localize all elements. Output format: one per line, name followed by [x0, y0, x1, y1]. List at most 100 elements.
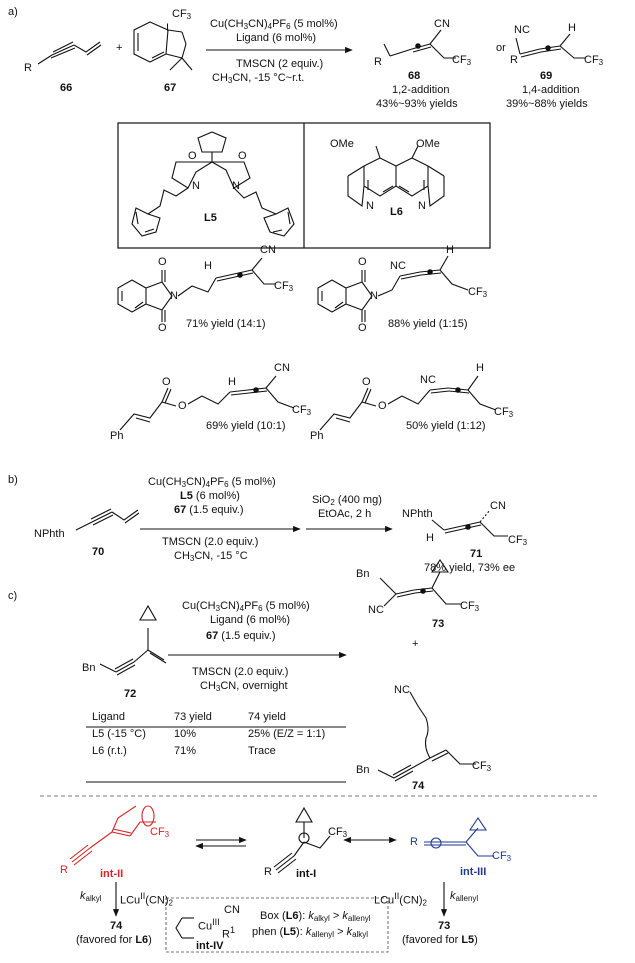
- compound-67-label: 67: [164, 82, 177, 94]
- ex1-n: N: [170, 290, 178, 302]
- ex1-o-bottom: O: [158, 322, 167, 334]
- ex1-cn: CN: [260, 244, 276, 256]
- conditions-b-6: SiO2 (400 mg): [312, 494, 382, 507]
- cf3-73: CF3: [460, 600, 480, 613]
- conditions-b-5: CH3CN, -15 °C: [174, 550, 248, 563]
- nc-69: NC: [514, 24, 530, 36]
- cf3-74: CF3: [472, 760, 492, 773]
- ex2-n: N: [370, 290, 378, 302]
- plus-c: +: [412, 638, 419, 650]
- bn-73: Bn: [356, 568, 370, 580]
- conditions-a-2: Ligand (6 mol%): [236, 32, 317, 44]
- compound-72-label: 72: [124, 688, 137, 700]
- substrate-72-bn: Bn: [82, 662, 96, 674]
- ex3-cf3: CF3: [292, 404, 312, 417]
- ex4-o: O: [378, 400, 387, 412]
- ex2-yield: 88% yield (1:15): [388, 318, 468, 330]
- int-IV-label: int-IV: [196, 940, 224, 952]
- r-int-III: R: [410, 836, 418, 848]
- ex2-o-bottom: O: [358, 322, 367, 334]
- structure-ex3: [119, 375, 295, 431]
- ex1-h: H: [204, 260, 212, 272]
- ex4-nc: NC: [420, 374, 436, 386]
- cf3-int-I: CF3: [328, 826, 348, 839]
- int-IV-cn: CN: [224, 904, 240, 916]
- structure-L6: [347, 145, 445, 207]
- int-II-label: int-II: [100, 868, 124, 880]
- int-III-label: int-III: [460, 866, 487, 878]
- yield-68: 43%~93% yields: [376, 98, 458, 110]
- L6-n-left: N: [366, 200, 374, 212]
- table-cell: L6 (r.t.): [92, 744, 127, 757]
- section-label-b: b): [8, 474, 18, 486]
- k-alkyl-label: kalkyl: [80, 890, 102, 903]
- conditions-c-2: Ligand (6 mol%): [210, 614, 291, 626]
- structure-74: [377, 691, 476, 782]
- table-header-ligand: Ligand: [92, 710, 126, 723]
- table-cell: 25% (E/Z = 1:1): [248, 727, 326, 740]
- conditions-a-4: CH3CN, -15 °C~r.t.: [212, 72, 305, 85]
- cf3-int-II: CF3: [150, 826, 170, 839]
- lcu-right: LCuII(CN)2: [374, 891, 427, 908]
- r-group-69: R: [510, 54, 518, 66]
- structure-70: [75, 508, 140, 531]
- mode-68: 1,2-addition: [392, 84, 450, 96]
- ex2-cf3: CF3: [468, 286, 488, 299]
- ex1-yield: 71% yield (14:1): [186, 318, 266, 330]
- table-cell: L5 (-15 °C): [92, 727, 146, 740]
- structure-66: [37, 41, 102, 65]
- structure-71: [431, 509, 508, 537]
- structure-L5: [131, 131, 295, 237]
- mech-73-label: 73: [438, 920, 451, 932]
- conditions-a-3: TMSCN (2 equiv.): [236, 58, 324, 70]
- nc-73: NC: [368, 604, 384, 616]
- ex2-o-top: O: [358, 256, 367, 268]
- cf3-68: CF3: [452, 54, 472, 67]
- ex4-o-top: O: [362, 376, 371, 388]
- structure-72: [99, 604, 167, 676]
- cn-71: CN: [490, 500, 506, 512]
- structure-69: [515, 33, 586, 59]
- h-69: H: [568, 22, 576, 34]
- ex2-h: H: [446, 244, 454, 256]
- compound-73-label: 73: [432, 618, 445, 630]
- table-row: L6 (r.t.) 71% Trace: [86, 742, 354, 759]
- ex1-cf3: CF3: [274, 280, 294, 293]
- substrate-70-nphth: NPhth: [34, 528, 65, 540]
- L6-n-right: N: [418, 200, 426, 212]
- compound-74-label: 74: [412, 780, 425, 792]
- compound-69-label: 69: [540, 70, 553, 82]
- ex3-h: H: [228, 376, 236, 388]
- conditions-c-5: CH3CN, overnight: [200, 680, 288, 693]
- table-cell: 71%: [174, 744, 197, 757]
- r-group-68: R: [374, 56, 382, 68]
- table-header-73: 73 yield: [174, 710, 212, 723]
- ex4-ph: Ph: [310, 430, 324, 442]
- section-label-a: a): [8, 6, 18, 18]
- conditions-b-7: EtOAc, 2 h: [318, 508, 372, 520]
- product-71-nphth: NPhth: [402, 508, 433, 520]
- L6-ome-right: OMe: [416, 138, 440, 150]
- conditions-c-4: TMSCN (2.0 equiv.): [192, 666, 289, 678]
- structure-ex4: [319, 375, 497, 431]
- yield-71: 78% yield, 73% ee: [424, 562, 516, 574]
- conditions-a-1: Cu(CH3CN)4PF6 (5 mol%): [210, 18, 338, 31]
- nc-74: NC: [394, 684, 410, 696]
- ex4-yield: 50% yield (1:12): [406, 420, 486, 432]
- compound-66-label: 66: [60, 82, 73, 94]
- k-allenyl-label: kallenyl: [450, 890, 479, 903]
- section-label-c: c): [8, 590, 18, 602]
- conditions-c-3: 67 (1.5 equiv.): [206, 630, 276, 642]
- int-I-label: int-I: [296, 868, 317, 880]
- ex3-o-top: O: [162, 376, 171, 388]
- h-71: H: [426, 532, 434, 544]
- r-int-II: R: [60, 864, 68, 876]
- structure-ex1: [117, 257, 276, 322]
- compound-71-label: 71: [470, 548, 483, 560]
- cu-iii: CuIII: [198, 917, 220, 933]
- structure-int-III: [424, 817, 494, 857]
- L5-o-left: O: [188, 150, 197, 162]
- yield-table: Ligand 73 yield 74 yield L5 (-15 °C) 10%…: [86, 708, 354, 759]
- ex1-o-top: O: [158, 256, 167, 268]
- cf3-69: CF3: [584, 54, 604, 67]
